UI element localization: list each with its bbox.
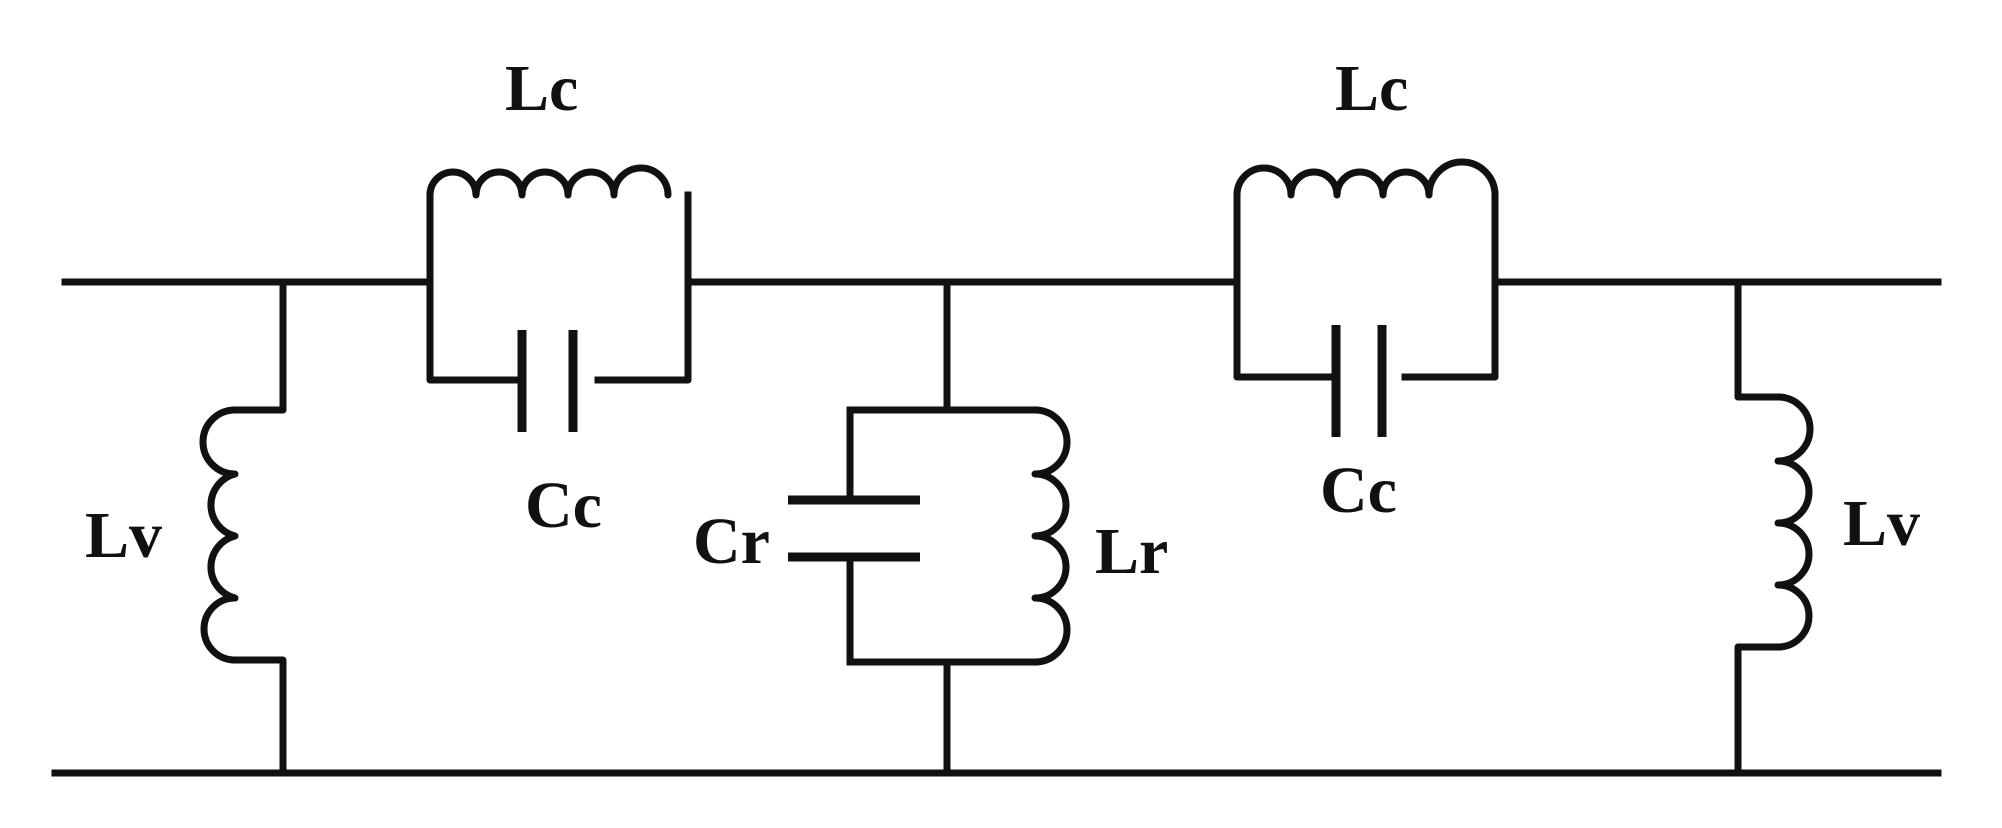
shunt-resonator-middle [788, 278, 1071, 777]
inductor-lc-right [1233, 158, 1499, 199]
label-lv-right: Lv [1843, 487, 1920, 560]
label-cc-right: Cc [1320, 454, 1397, 527]
tank-left-outline [426, 191, 692, 384]
shunt-inductor-right [1734, 278, 1814, 777]
label-cr: Cr [693, 505, 770, 578]
label-lv-left: Lv [85, 499, 162, 572]
inductor-lv-left [199, 406, 239, 664]
resonator-outline [846, 278, 1039, 777]
inductor-lc-left [426, 164, 672, 199]
series-tank-left [426, 164, 692, 432]
tank-right-outline [1233, 191, 1499, 381]
label-cc-left: Cc [525, 469, 602, 542]
inductor-lr [1031, 406, 1071, 666]
inductor-lv-right [1774, 393, 1814, 651]
lv-left-leads [231, 278, 287, 777]
label-lc-right: Lc [1335, 52, 1408, 125]
label-lc-left: Lc [505, 52, 578, 125]
label-lr: Lr [1095, 515, 1168, 588]
shunt-inductor-left [199, 278, 287, 777]
series-tank-right [1233, 158, 1499, 437]
lv-right-leads [1734, 278, 1782, 777]
